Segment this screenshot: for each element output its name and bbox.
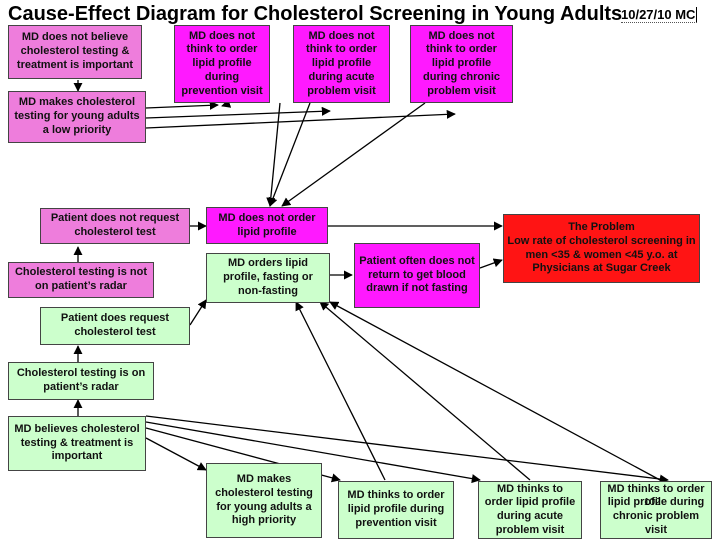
cause-md-not-think-chronic: MD does not think to order lipid profile…: [410, 25, 513, 103]
arrow-to-b8-1: [268, 102, 311, 207]
date-stamp: 10/27/10 MC: [621, 7, 698, 23]
arrow-b14-b15: [145, 437, 207, 471]
arrow-b17-b9: [319, 301, 531, 481]
cause-md-not-think-prevention: MD does not think to order lipid profile…: [174, 25, 270, 103]
cause-patient-not-request: Patient does not request cholesterol tes…: [40, 208, 190, 244]
page-number: 102: [644, 497, 661, 508]
text-cursor: [696, 7, 698, 22]
cause-md-not-believe: MD does not believe cholesterol testing …: [8, 25, 142, 79]
cause-md-low-priority: MD makes cholesterol testing for young a…: [8, 91, 146, 143]
cause-md-believes: MD believes cholesterol testing & treatm…: [8, 416, 146, 471]
arrow-b16-b9: [295, 301, 386, 481]
the-problem: The Problem Low rate of cholesterol scre…: [503, 214, 700, 283]
diagram-title: Cause-Effect Diagram for Cholesterol Scr…: [8, 3, 623, 25]
cause-md-think-chronic: MD thinks to order lipid profile during …: [600, 481, 712, 539]
arrow-b14-b17: [145, 421, 481, 484]
cause-md-think-acute: MD thinks to order lipid profile during …: [478, 481, 582, 539]
cause-patient-no-return: Patient often does not return to get blo…: [354, 243, 480, 308]
cause-not-on-radar: Cholesterol testing is not on patient’s …: [8, 262, 154, 298]
arrow-b2-b5: [145, 109, 456, 129]
arrow-b10-b11: [479, 258, 503, 269]
cause-on-radar: Cholesterol testing is on patient’s rada…: [8, 362, 154, 400]
arrow-b12-b9: [189, 299, 207, 326]
node-md-not-order: MD does not order lipid profile: [206, 207, 328, 244]
arrow-b3-b8: [221, 99, 232, 108]
arrow-to-b8-3: [281, 102, 426, 207]
cause-md-not-think-acute: MD does not think to order lipid profile…: [293, 25, 390, 103]
arrow-b14-b18: [145, 415, 669, 484]
arrow-b2-b3: [145, 100, 219, 110]
cause-md-high-priority: MD makes cholesterol testing for young a…: [206, 463, 322, 538]
cause-md-think-prevention: MD thinks to order lipid profile during …: [338, 481, 454, 539]
date-stamp-text: 10/27/10 MC: [621, 7, 696, 22]
cause-patient-request: Patient does request cholesterol test: [40, 307, 190, 345]
node-md-orders: MD orders lipid profile, fasting or non-…: [206, 253, 330, 303]
arrow-to-b8-2: [266, 102, 281, 207]
arrow-b2-b4: [145, 106, 331, 119]
arrow-b18-b9: [329, 301, 661, 481]
